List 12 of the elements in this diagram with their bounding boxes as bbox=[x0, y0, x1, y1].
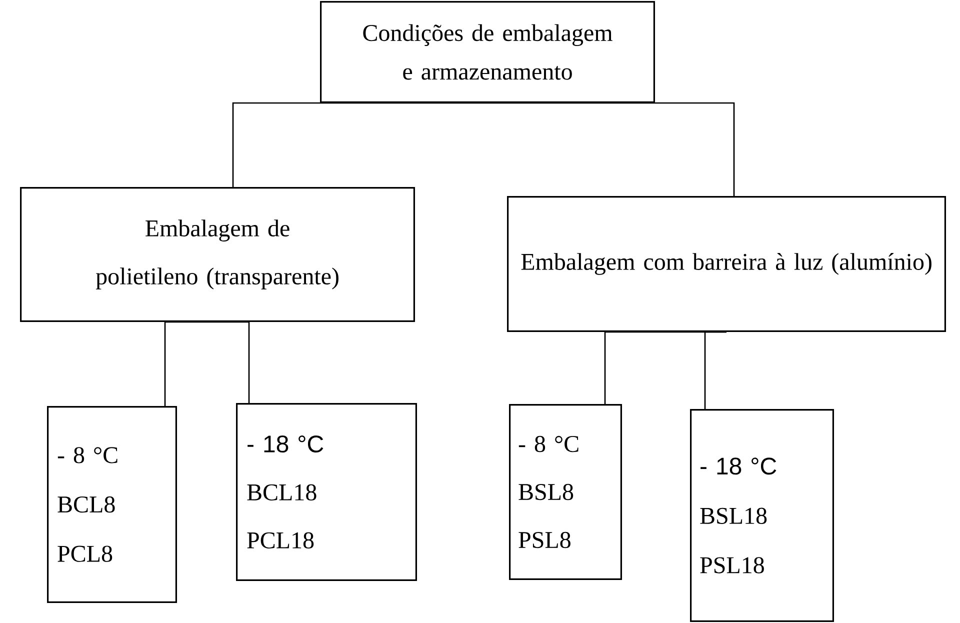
sample-box: - 8 °C BCL8 PCL8 bbox=[47, 406, 177, 603]
connector-line bbox=[218, 321, 250, 403]
connector-line bbox=[488, 102, 735, 196]
category-box: Embalagem com barreira à luz (alumínio) bbox=[507, 196, 946, 332]
category-box: Embalagem de polietileno (transparente) bbox=[20, 186, 415, 322]
sample-box: - 18 °C BSL18 PSL18 bbox=[690, 409, 834, 622]
sample-box: - 8 °C BSL8 PSL8 bbox=[509, 404, 622, 580]
sample-box: - 18 °C BCL18 PCL18 bbox=[236, 403, 417, 581]
connector-line bbox=[704, 331, 726, 409]
connector-line bbox=[232, 102, 488, 187]
heading-box: Condições de embalagem e armazenamento bbox=[320, 1, 655, 103]
connector-line bbox=[164, 321, 218, 406]
